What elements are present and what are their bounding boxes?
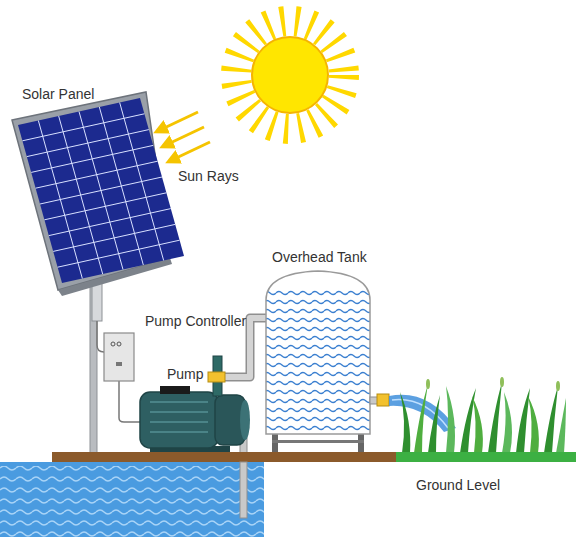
switch [116,362,122,366]
tank-body [266,271,370,434]
water-waves [0,466,264,537]
suction-pipe [240,438,247,518]
ray-arrow [172,142,210,160]
solar-panel [12,92,184,296]
part-label: Pump [167,366,204,383]
grass [400,377,566,453]
overhead-tank [266,271,389,453]
sun-rays-spokes [236,21,344,129]
terminal-box [160,386,190,394]
suction-pipe-submerged [240,462,247,518]
indicator [117,342,121,346]
wire [97,321,104,352]
panel-cells [18,98,184,283]
part-label: Ground Level [416,477,500,494]
ray-arrow [166,127,204,145]
tank-outline [266,271,370,434]
part-label: Pump Controller [145,313,246,330]
part-label: Overhead Tank [272,249,367,266]
grass-strip [396,452,576,462]
motor-fins [150,402,208,432]
water-source [0,462,264,537]
ground-strip [52,452,400,462]
indicator [111,342,115,346]
sun [236,21,344,129]
part-label: Solar Panel [22,86,94,103]
wire [119,381,140,422]
pipe-fitting [208,372,225,382]
cell-grid [18,98,184,283]
sun-ray-arrows [160,112,210,160]
tank-water [266,290,370,434]
motor-body [140,392,218,448]
pump-controller [104,333,134,381]
tank-leg [358,434,364,453]
tank-leg [272,434,278,453]
ray-arrow [160,112,198,130]
junction-box [92,283,102,321]
part-label: Sun Rays [178,168,239,185]
tank-valve [377,394,389,406]
controller-box [104,333,134,381]
tank-stand [272,440,364,443]
sun-disc [252,37,328,113]
pump-face [240,400,250,440]
pump [140,356,250,453]
